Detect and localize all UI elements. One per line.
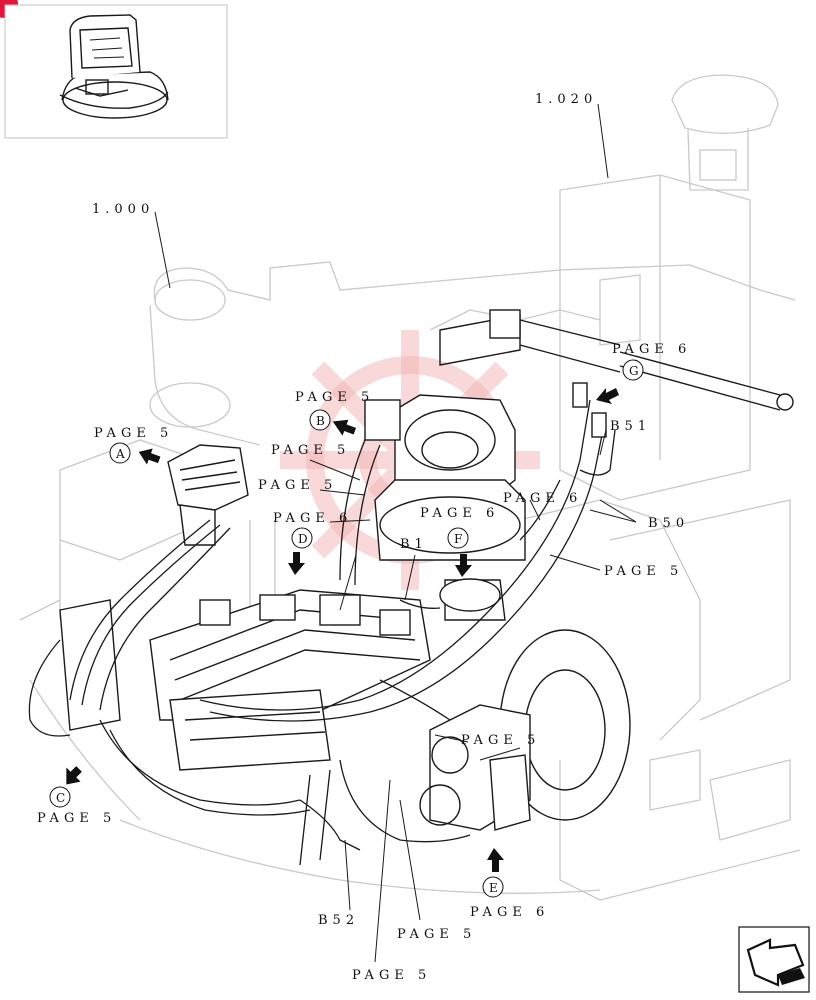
- callout-e-circle[interactable]: [482, 876, 504, 898]
- callout-g-circle[interactable]: [622, 359, 644, 381]
- callout-b-page: PAGE 5: [295, 390, 374, 405]
- page-label-mid-left: PAGE 5: [258, 478, 337, 493]
- fittings-top-right: [572, 382, 607, 438]
- swing-cylinder: [439, 309, 794, 411]
- callout-c-page: PAGE 5: [37, 811, 116, 826]
- navigation-arrow-icon[interactable]: [738, 926, 810, 993]
- callout-d-page: PAGE 6: [273, 511, 352, 526]
- leader-lines: [154, 103, 637, 963]
- page-label-mid-right: PAGE 6: [503, 491, 582, 506]
- page-label-right: PAGE 5: [604, 564, 683, 579]
- callout-a-page: PAGE 5: [94, 426, 173, 441]
- page-label-travel-motor: PAGE 5: [461, 733, 540, 748]
- swing-motor: [364, 394, 526, 621]
- part-code-b50: B50: [648, 516, 689, 531]
- callout-c-letter: C: [56, 791, 65, 805]
- page-label-bottom-1: PAGE 5: [397, 927, 476, 942]
- pilot-valve-block: [167, 444, 249, 546]
- ref-1000-label: 1.000: [92, 202, 154, 217]
- callout-a-letter: A: [115, 447, 125, 461]
- callout-g-page: PAGE 6: [612, 342, 691, 357]
- callout-g-letter: G: [629, 364, 639, 378]
- hose-lines: [28, 399, 616, 866]
- callout-d-circle[interactable]: [291, 527, 313, 549]
- part-code-b52: B52: [318, 913, 359, 928]
- travel-motor: [419, 629, 631, 831]
- callout-a-circle[interactable]: [109, 442, 131, 464]
- callout-e-letter: E: [489, 881, 498, 895]
- callout-arrows: [66, 388, 619, 872]
- control-valve-bank: [59, 589, 431, 771]
- callout-e-page: PAGE 6: [470, 905, 549, 920]
- machine-thumbnail[interactable]: [4, 4, 228, 139]
- callout-b-letter: B: [316, 414, 325, 428]
- callout-b-circle[interactable]: [309, 409, 331, 431]
- part-code-b51: B51: [610, 419, 651, 434]
- ref-1020-label: 1.020: [535, 92, 597, 107]
- page-label-upper-left: PAGE 5: [271, 443, 350, 458]
- callout-f-page: PAGE 6: [420, 506, 499, 521]
- callout-f-letter: F: [454, 532, 462, 546]
- part-code-b1: B1: [400, 537, 428, 552]
- callout-d-letter: D: [298, 532, 308, 546]
- upper-frame-outline: [19, 74, 801, 901]
- callout-c-circle[interactable]: [49, 786, 71, 808]
- callout-f-circle[interactable]: [447, 527, 469, 549]
- page-label-bottom-2: PAGE 5: [352, 968, 431, 983]
